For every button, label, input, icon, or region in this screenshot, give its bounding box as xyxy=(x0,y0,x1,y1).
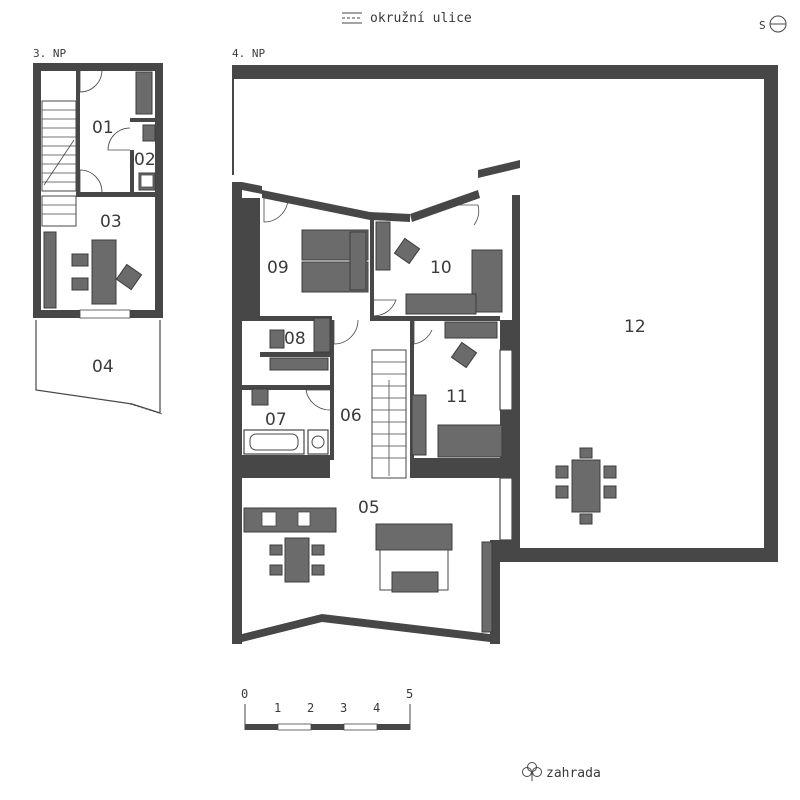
scale-tick-5: 5 xyxy=(406,687,413,701)
scale-bar: 0 1 2 3 4 5 xyxy=(241,687,413,731)
room-02-label: 02 xyxy=(134,150,156,170)
street-header: okružní ulice xyxy=(342,11,472,26)
scale-tick-0: 0 xyxy=(241,687,248,701)
scale-tick-4: 4 xyxy=(373,701,380,715)
scale-tick-3: 3 xyxy=(340,701,347,715)
room-03-label: 03 xyxy=(100,212,122,232)
north-label: S xyxy=(759,19,766,32)
scale-tick-2: 2 xyxy=(307,701,314,715)
floor3-label: 3. NP xyxy=(33,47,66,60)
floor4-plan: 09 10 08 11 06 07 05 12 xyxy=(232,65,778,644)
floor4-label: 4. NP xyxy=(232,47,265,60)
scale-tick-1: 1 xyxy=(274,701,281,715)
room-04-label: 04 xyxy=(92,357,114,377)
room-01-label: 01 xyxy=(92,118,114,138)
room-11-label: 11 xyxy=(446,387,468,407)
room-08-label: 08 xyxy=(284,329,306,349)
room-12-label: 12 xyxy=(624,317,646,337)
room-09-label: 09 xyxy=(267,258,289,278)
room-06-label: 06 xyxy=(340,406,362,426)
room-07-label: 07 xyxy=(265,410,287,430)
room-05-label: 05 xyxy=(358,498,380,518)
street-icon xyxy=(342,12,362,24)
tree-icon xyxy=(522,762,542,781)
street-label: okružní ulice xyxy=(370,11,472,26)
north-arrow: S xyxy=(759,15,787,33)
stair4-icon xyxy=(371,349,407,479)
garden-label: zahrada xyxy=(546,766,601,781)
stair-icon xyxy=(41,100,77,227)
floor3-plan: 01 02 03 04 xyxy=(33,63,163,415)
room-10-label: 10 xyxy=(430,258,452,278)
garden-footer: zahrada xyxy=(522,762,601,781)
